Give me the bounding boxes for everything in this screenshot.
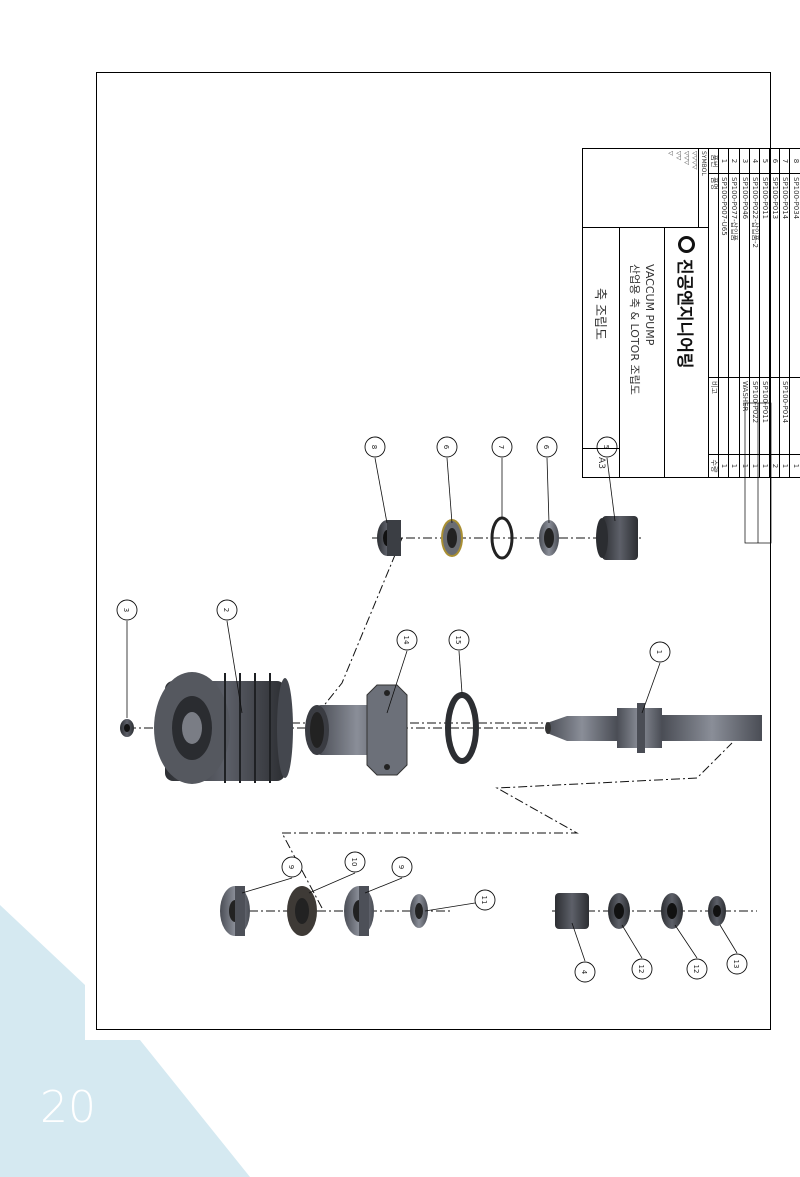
exploded-assembly-drawing: 3 2 8 6 7 6 5 1 14 15 9 10 9 11 4 12 12 …	[116, 402, 772, 983]
title-line-2: 산업용 축 & LOTOR 조립도	[628, 264, 642, 395]
bom-cell-no: 7	[779, 148, 790, 174]
callout-2: 2	[222, 608, 230, 612]
bom-cell-part: SP100-P011	[759, 173, 770, 378]
bom-cell-no: 2	[728, 148, 740, 174]
company-name-text: 진공엔지니어링	[673, 259, 694, 369]
bom-cell-no: 1	[718, 148, 729, 174]
part-9-bearing-b	[344, 886, 374, 936]
callout-3: 3	[122, 608, 130, 612]
symbol-row: ▽▽▽	[683, 151, 690, 165]
bom-cell-part: SP100-P007-U65	[718, 173, 729, 378]
callout-7: 7	[497, 445, 505, 449]
bill-of-materials: 15SP100-P018 - 삽입품114SP100-P008-삽입품113SP…	[708, 148, 800, 478]
surface-symbol-legend: SYMBOL ▽▽▽▽ ▽▽▽ ▽▽ ▽	[583, 149, 708, 228]
part-14-flange	[305, 684, 408, 776]
part-11-collar	[410, 894, 428, 928]
callout-1: 1	[655, 650, 663, 654]
callout-10: 10	[350, 858, 358, 867]
bom-cell-no: 6	[769, 148, 780, 174]
callout-9-a: 9	[287, 865, 295, 869]
bom-cell-part: SP100-P077-삽입품	[728, 173, 740, 378]
callout-15: 15	[454, 636, 462, 645]
bom-cell-note: WASHER	[739, 377, 750, 455]
title-line-1: VACCUM PUMP	[643, 264, 657, 346]
callout-13: 13	[732, 960, 740, 969]
bom-cell-no: 3	[739, 148, 750, 174]
bom-cell-note: SP100-P022	[749, 377, 760, 455]
title-block: 15SP100-P018 - 삽입품114SP100-P008-삽입품113SP…	[582, 148, 800, 478]
bom-cell-qty: 1	[790, 454, 800, 478]
symbol-row: ▽	[667, 151, 674, 156]
part-8-bearing	[377, 520, 401, 556]
bom-cell-part: SP100-P022-삽입품-2	[749, 173, 760, 378]
bom-cell-qty: 1	[728, 454, 740, 478]
part-5-sleeve	[596, 516, 638, 560]
bom-cell-part: SP100-P046	[739, 173, 750, 378]
bom-cell-qty: 1	[759, 454, 770, 478]
callout-12-b: 12	[692, 965, 700, 974]
drawing-sheet: 3 2 8 6 7 6 5 1 14 15 9 10 9 11 4 12 12 …	[96, 72, 800, 1030]
drawing-name: 축 조립도	[591, 288, 607, 340]
callout-14: 14	[402, 636, 410, 645]
callout-9-b: 9	[397, 865, 405, 869]
drawing-title: VACCUM PUMP 산업용 축 & LOTOR 조립도	[619, 228, 664, 477]
bom-cell-note	[790, 377, 800, 455]
callout-6-top: 6	[442, 445, 450, 450]
bom-cell-note	[718, 377, 729, 455]
bom-cell-part: 품명	[708, 173, 719, 378]
callout-4: 4	[580, 970, 588, 975]
symbol-row: ▽▽▽▽	[691, 151, 698, 170]
bom-cell-no: 4	[749, 148, 760, 174]
company-name: 진공엔지니어링	[663, 228, 708, 477]
part-15-o-ring	[445, 692, 479, 764]
symbol-label: SYMBOL	[698, 149, 708, 227]
page-number: 20	[40, 1082, 96, 1133]
bom-cell-qty: 수량	[708, 454, 719, 478]
part-1-shaft	[545, 703, 762, 753]
part-9-bearing-a	[220, 886, 250, 936]
symbol-row: ▽▽	[675, 151, 682, 161]
part-4-bushing	[555, 893, 589, 929]
bom-cell-qty: 1	[779, 454, 790, 478]
bom-cell-note: SP100-P014	[779, 377, 790, 455]
bom-cell-qty: 1	[749, 454, 760, 478]
bom-cell-note: 비고	[708, 377, 719, 455]
bom-cell-no: 5	[759, 148, 770, 174]
sheet-size: A3	[583, 448, 620, 477]
bom-cell-no: 품번	[708, 148, 719, 174]
bom-cell-part: SP100-P014	[779, 173, 790, 378]
callout-5: 5	[602, 445, 610, 449]
bom-cell-note	[728, 377, 740, 455]
part-3-washer	[120, 719, 134, 737]
bom-cell-note	[769, 377, 780, 455]
callout-6-bottom: 6	[542, 445, 550, 450]
bom-cell-note: SP100-P011	[759, 377, 770, 455]
bom-cell-part: SP100-P013	[769, 173, 780, 378]
bom-cell-qty: 1	[718, 454, 729, 478]
company-logo-icon	[677, 236, 695, 253]
callout-11: 11	[480, 896, 488, 905]
bom-cell-qty: 1	[739, 454, 750, 478]
callout-8: 8	[370, 445, 378, 449]
part-10-cage	[287, 886, 317, 936]
bom-cell-qty: 2	[769, 454, 780, 478]
bom-cell-part: SP100-P034	[790, 173, 800, 378]
bom-cell-no: 8	[790, 148, 800, 174]
part-2-rotor	[154, 672, 293, 784]
callout-12-a: 12	[637, 965, 645, 974]
